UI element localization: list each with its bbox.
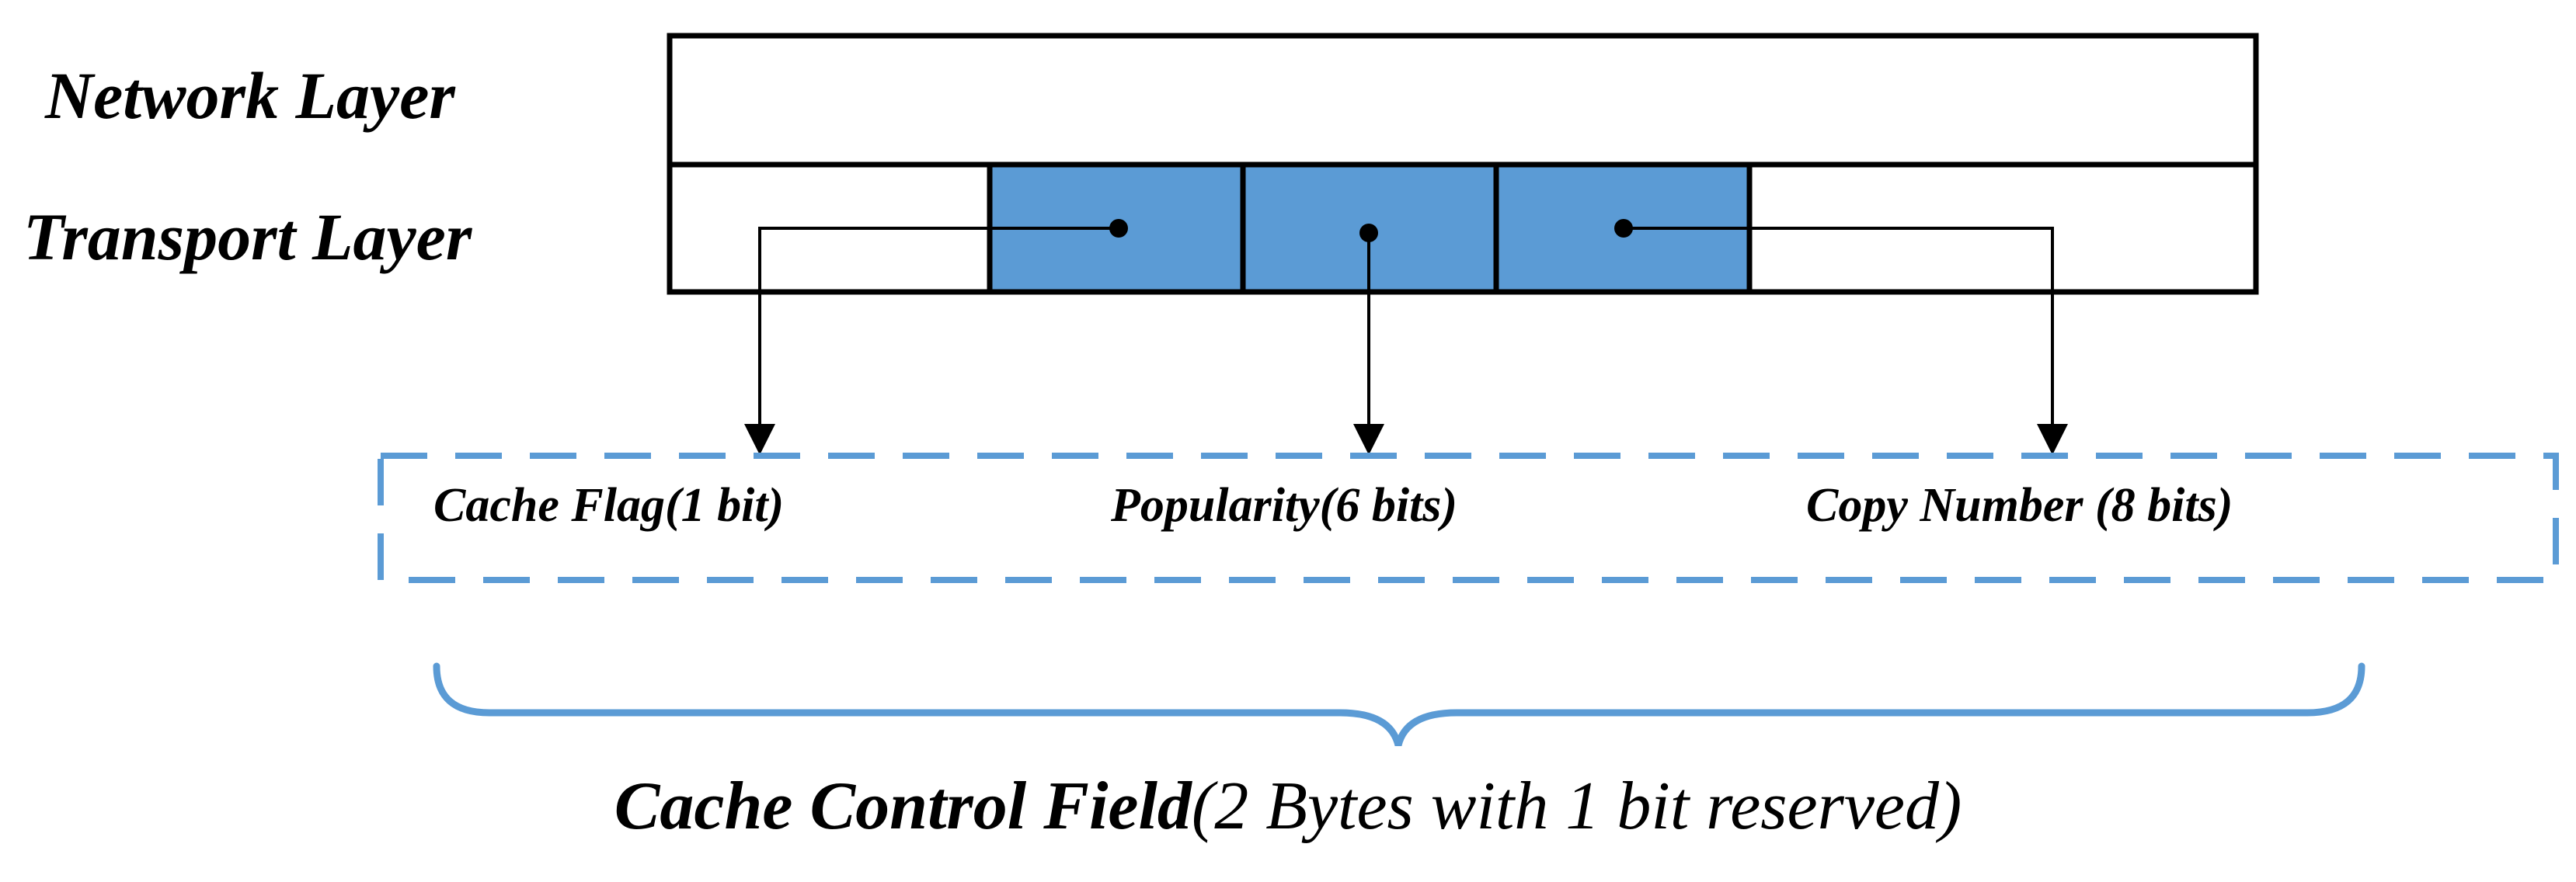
caption-main: Cache Control Field [614, 769, 1192, 844]
copy-number-arrow [1624, 227, 2068, 455]
cache-control-brace [433, 662, 2365, 747]
cache-flag-label: Cache Flag(1 bit) [433, 479, 785, 532]
copy-number-label: Copy Number (8 bits) [1806, 479, 2233, 532]
cache-control-field-box [378, 453, 2559, 583]
network-layer-box [667, 33, 2259, 168]
network-layer-label: Network Layer [45, 58, 455, 133]
transport-layer-label: Transport Layer [23, 200, 472, 274]
diagram-caption: Cache Control Field(2 Bytes with 1 bit r… [0, 773, 2576, 841]
popularity-label: Popularity(6 bits) [1111, 479, 1458, 532]
caption-detail: (2 Bytes with 1 bit reserved) [1191, 769, 1962, 844]
cache-flag-arrow [744, 227, 1119, 455]
